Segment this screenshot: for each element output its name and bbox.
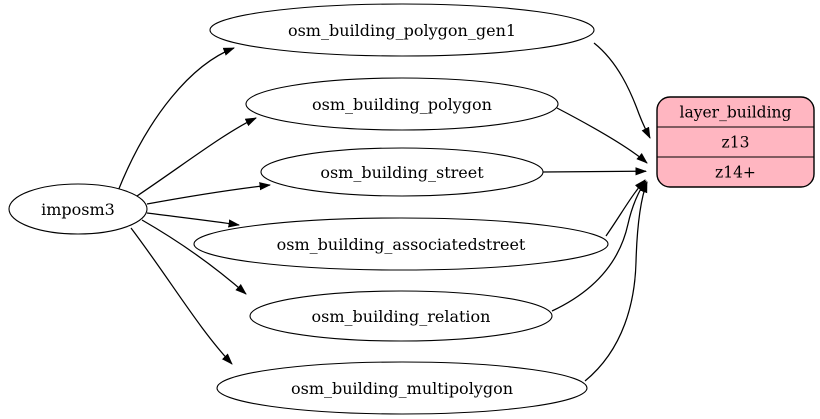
edge-imposm3-to-multipolygon [130,227,233,365]
multipolygon-label: osm_building_multipolygon [291,379,513,398]
street-ellipse [260,147,544,197]
edge-group-imposm3 [117,47,271,365]
edge-street-to-z14 [542,167,647,176]
edge-multipolygon-to-z14 [584,181,648,382]
node-osm-building-polygon-gen1: osm_building_polygon_gen1 [209,3,595,57]
edge-polygon-gen1-to-z13 [593,42,651,139]
edge-imposm3-to-relation [141,219,247,295]
layer-building-title: layer_building [680,104,792,122]
edge-imposm3-to-associatedstreet [146,212,240,228]
relation-label: osm_building_relation [312,307,491,326]
node-osm-building-associatedstreet: osm_building_associatedstreet [193,217,609,271]
imposm3-label: imposm3 [41,200,115,219]
associatedstreet-label: osm_building_associatedstreet [277,235,526,254]
edge-imposm3-to-polygon [136,117,257,197]
node-imposm3: imposm3 [8,183,148,235]
edge-imposm3-to-street [146,182,271,205]
multipolygon-ellipse [216,361,588,415]
edge-group-layer-building [542,42,651,382]
node-osm-building-polygon: osm_building_polygon [245,77,559,131]
node-osm-building-street: osm_building_street [260,147,544,197]
edge-polygon-to-z14 [556,107,648,164]
polygon-gen1-ellipse [209,3,595,57]
edge-associatedstreet-to-z14 [605,179,646,237]
imposm3-ellipse [8,183,148,235]
node-osm-building-relation: osm_building_relation [249,290,553,342]
edge-relation-to-z14 [551,180,647,312]
node-osm-building-multipolygon: osm_building_multipolygon [216,361,588,415]
layer-building-row-z13: z13 [722,134,750,152]
polygon-label: osm_building_polygon [312,95,492,114]
layer-building-box [656,96,815,188]
edge-imposm3-to-polygon-gen1 [117,47,235,192]
polygon-gen1-label: osm_building_polygon_gen1 [288,21,516,40]
layer-building-row-z14plus: z14+ [715,164,756,182]
street-label: osm_building_street [320,163,484,182]
associatedstreet-ellipse [193,217,609,271]
polygon-ellipse [245,77,559,131]
relation-ellipse [249,290,553,342]
node-layer-building: layer_building z13 z14+ [656,96,815,188]
